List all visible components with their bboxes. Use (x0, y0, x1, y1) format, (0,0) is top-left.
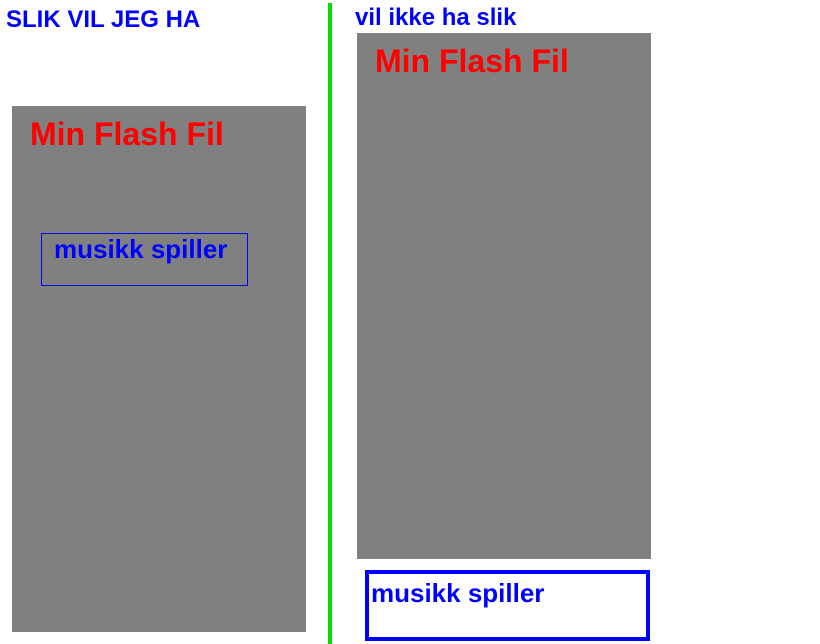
left-player-box: musikk spiller (41, 233, 248, 286)
left-flash-title: Min Flash Fil (30, 116, 224, 152)
right-heading: vil ikke ha slik (355, 4, 517, 31)
right-flash-box: Min Flash Fil (357, 33, 651, 559)
left-heading: SLIK VIL JEG HA (6, 6, 201, 33)
right-player-box: musikk spiller (365, 570, 650, 641)
right-player-label: musikk spiller (371, 578, 545, 608)
left-flash-box: Min Flash Fil musikk spiller (12, 106, 306, 632)
right-flash-title: Min Flash Fil (375, 43, 569, 79)
vertical-divider (328, 3, 332, 644)
left-player-label: musikk spiller (54, 234, 228, 264)
